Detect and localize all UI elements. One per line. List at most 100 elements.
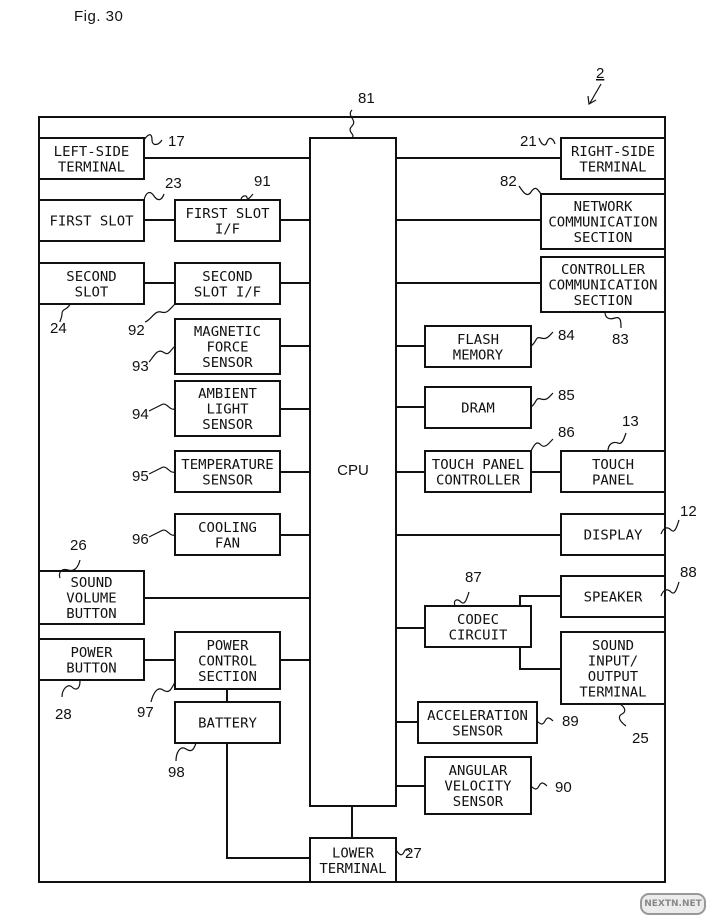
block-label-line: POWER: [71, 645, 114, 661]
leader-line: [453, 591, 470, 607]
ref-numeral-right-side-terminal: 21: [520, 133, 537, 150]
block-label-line: SECOND: [202, 269, 252, 285]
block-label-line: LOWER: [332, 845, 375, 861]
leader-line: [536, 717, 554, 725]
device-ref-arrow: [589, 83, 602, 104]
leader-line: [607, 432, 627, 452]
block-label-line: BUTTON: [66, 660, 116, 676]
block-frame: [424, 386, 532, 429]
block-label-line: FORCE: [207, 340, 249, 356]
ref-numeral-display: 12: [680, 503, 697, 520]
block-frame: [174, 701, 281, 744]
leader-line: [538, 137, 556, 146]
ref-numeral-acceleration-sensor: 89: [562, 713, 579, 730]
block-label-line: ANGULAR: [449, 763, 509, 779]
block-frame: [540, 193, 666, 250]
block-label-line: CONTROL: [198, 654, 257, 670]
block-frame: [560, 631, 666, 705]
ref-numeral-power-button: 28: [55, 706, 72, 723]
block-label-line: DRAM: [461, 401, 495, 417]
block-label-line: CONTROLLER: [561, 262, 646, 278]
leader-line: [530, 782, 548, 790]
block-label-line: SECTION: [198, 669, 257, 685]
leader-line: [660, 581, 680, 597]
ref-numeral-first-slot: 23: [165, 175, 182, 192]
block-label-line: FIRST SLOT: [186, 206, 270, 222]
block-battery: BATTERY: [174, 701, 281, 744]
block-label-line: SECTION: [574, 230, 633, 246]
block-label-line: VELOCITY: [444, 779, 511, 795]
figure-title: Fig. 30: [74, 8, 124, 25]
leader-line: [618, 703, 627, 727]
block-frame: [38, 570, 145, 625]
block-display: DISPLAY: [560, 513, 666, 556]
leader-line: [518, 185, 542, 196]
block-label-line: MEMORY: [453, 347, 503, 363]
block-dram: DRAM: [424, 386, 532, 429]
ref-numeral-touch-panel: 13: [622, 413, 639, 430]
block-label-line: CODEC: [457, 612, 499, 628]
block-label-line: SPEAKER: [584, 590, 644, 606]
block-label-line: TERMINAL: [579, 684, 646, 700]
block-frame: [560, 513, 666, 556]
ref-numeral-sound-io-terminal: 25: [632, 730, 649, 747]
block-label-line: MAGNETIC: [194, 324, 261, 340]
block-frame: [174, 513, 281, 556]
block-label-line: OUTPUT: [588, 669, 638, 685]
leader-line: [530, 438, 554, 452]
leader-line: [148, 466, 176, 475]
block-frame: [417, 701, 538, 744]
ref-numeral-dram: 85: [558, 387, 575, 404]
block-label-line: SECTION: [574, 293, 633, 309]
leader-line: [395, 848, 411, 856]
leader-line: [660, 519, 680, 535]
block-label-line: SLOT I/F: [194, 284, 261, 300]
ref-numeral-controller-communication-section: 83: [612, 331, 629, 348]
block-label-line: POWER: [207, 638, 250, 654]
wire-battery-to-lower-terminal: [226, 743, 310, 859]
leader-line: [240, 193, 254, 201]
leader-line: [530, 331, 554, 347]
leader-line: [150, 681, 176, 703]
block-label-line: SECOND: [66, 269, 116, 285]
block-frame: [174, 450, 281, 493]
block-label-line: SENSOR: [453, 794, 504, 810]
block-label-line: FIRST SLOT: [50, 214, 134, 230]
leader-line: [143, 191, 165, 201]
block-label-line: FAN: [215, 535, 240, 551]
block-frame: [424, 605, 532, 648]
block-frame: [174, 199, 281, 242]
block-label-line: DISPLAY: [584, 528, 643, 544]
block-label-line: TOUCH: [592, 457, 634, 473]
ref-numeral-second-slot: 24: [50, 320, 67, 337]
watermark-logo: NEXTN.NET: [640, 893, 706, 915]
block-frame: [309, 837, 397, 883]
block-label-line: PANEL: [592, 472, 634, 488]
block-frame: [38, 199, 145, 242]
block-frame: [424, 325, 532, 368]
ref-numeral-speaker: 88: [680, 564, 697, 581]
block-label-line: SLOT: [75, 284, 109, 300]
leader-line: [59, 303, 71, 323]
block-label-line: COOLING: [198, 520, 257, 536]
block-label-line: SOUND: [71, 575, 113, 591]
ref-numeral-cpu: 81: [358, 90, 375, 107]
block-label-line: TERMINAL: [58, 159, 125, 175]
block-frame: [38, 638, 145, 681]
block-frame: [174, 631, 281, 690]
